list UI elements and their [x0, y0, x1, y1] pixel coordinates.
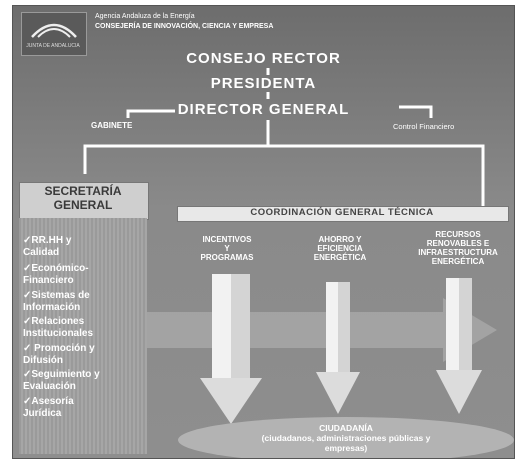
- secretaria-column: [19, 218, 147, 454]
- col-line: RENOVABLES E: [426, 239, 490, 248]
- line-gabinete: [126, 109, 175, 118]
- sec-item-line: ✓Económico-: [23, 263, 89, 274]
- junta-logo: [21, 12, 87, 56]
- col-line: ENERGÉTICA: [431, 257, 485, 266]
- sec-item-line: ✓Seguimiento y: [23, 369, 100, 380]
- col-line: Y: [224, 244, 230, 253]
- org-chart-frame: JUNTA DE ANDALUCIA Agencia Andaluza de l…: [12, 5, 515, 459]
- horizontal-band-arrow: [147, 298, 497, 362]
- presidenta: PRESIDENTA: [210, 75, 317, 92]
- col-ahorro: AHORRO Y EFICIENCIA ENERGÉTICA: [290, 235, 390, 262]
- col-line: PROGRAMAS: [200, 253, 254, 262]
- sec-item-line: Financiero: [23, 275, 74, 286]
- coordinacion-title: COORDINACIÓN GENERAL TÉCNICA: [250, 207, 434, 218]
- control-financiero: Control Financiero: [393, 122, 455, 131]
- col-line: AHORRO Y: [318, 235, 362, 244]
- col-line: INFRAESTRUCTURA: [418, 248, 498, 257]
- secretaria-title-line2: GENERAL: [53, 198, 113, 212]
- sec-item-line: ✓Asesoría: [23, 396, 74, 407]
- secretaria-box: [19, 182, 149, 220]
- arrow-recursos: [436, 278, 482, 414]
- director-general: DIRECTOR GENERAL: [177, 101, 350, 118]
- ciudadania-line1: (ciudadanos, administraciones públicas y: [261, 433, 431, 443]
- coordinacion-bar: [177, 206, 509, 222]
- sec-item-line: ✓ Promoción y: [23, 343, 95, 354]
- logo-arc-icon: [31, 23, 77, 38]
- sec-item-line: Institucionales: [23, 328, 94, 339]
- ciudadania-oval: [178, 417, 514, 458]
- ciudadania-line2: empresas): [324, 443, 368, 453]
- ciudadania-text: CIUDADANÍA (ciudadanos, administraciones…: [188, 423, 504, 453]
- secretaria-title-line1: SECRETARÍA: [44, 184, 122, 198]
- sec-item-economico: ✓Económico-Financiero: [23, 263, 148, 287]
- col-recursos: RECURSOS RENOVABLES E INFRAESTRUCTURA EN…: [405, 230, 511, 266]
- sec-item-line: ✓Relaciones: [23, 316, 85, 327]
- gabinete: GABINETE: [91, 121, 133, 130]
- arrow-incentivos: [200, 274, 262, 424]
- col-line: EFICIENCIA: [317, 244, 363, 253]
- connector-lines: [83, 68, 497, 424]
- sec-item-line: Evaluación: [23, 381, 76, 392]
- col-line: ENERGÉTICA: [313, 253, 367, 262]
- col-line: RECURSOS: [435, 230, 481, 239]
- secretaria-title: SECRETARÍA GENERAL: [19, 184, 147, 212]
- line-control: [399, 105, 433, 118]
- logo-caption: JUNTA DE ANDALUCIA: [26, 43, 80, 49]
- ministry-name: CONSEJERÍA DE INNOVACIÓN, CIENCIA Y EMPR…: [95, 23, 274, 30]
- arrow-ahorro: [316, 282, 360, 414]
- sec-item-line: Información: [23, 302, 81, 313]
- sec-item-line: ✓Sistemas de: [23, 290, 90, 301]
- sec-item-line: Difusión: [23, 355, 63, 366]
- sec-item-line: ✓RR.HH y: [23, 235, 72, 246]
- consejo-rector: CONSEJO RECTOR: [186, 50, 341, 67]
- agency-name: Agencia Andaluza de la Energía: [95, 13, 195, 20]
- col-incentivos: INCENTIVOS Y PROGRAMAS: [177, 235, 277, 262]
- ciudadania-title: CIUDADANÍA: [319, 423, 373, 433]
- sec-item-line: Calidad: [23, 247, 60, 258]
- line-branches: [83, 144, 485, 206]
- sec-item-line: Jurídica: [23, 408, 62, 419]
- col-line: INCENTIVOS: [202, 235, 252, 244]
